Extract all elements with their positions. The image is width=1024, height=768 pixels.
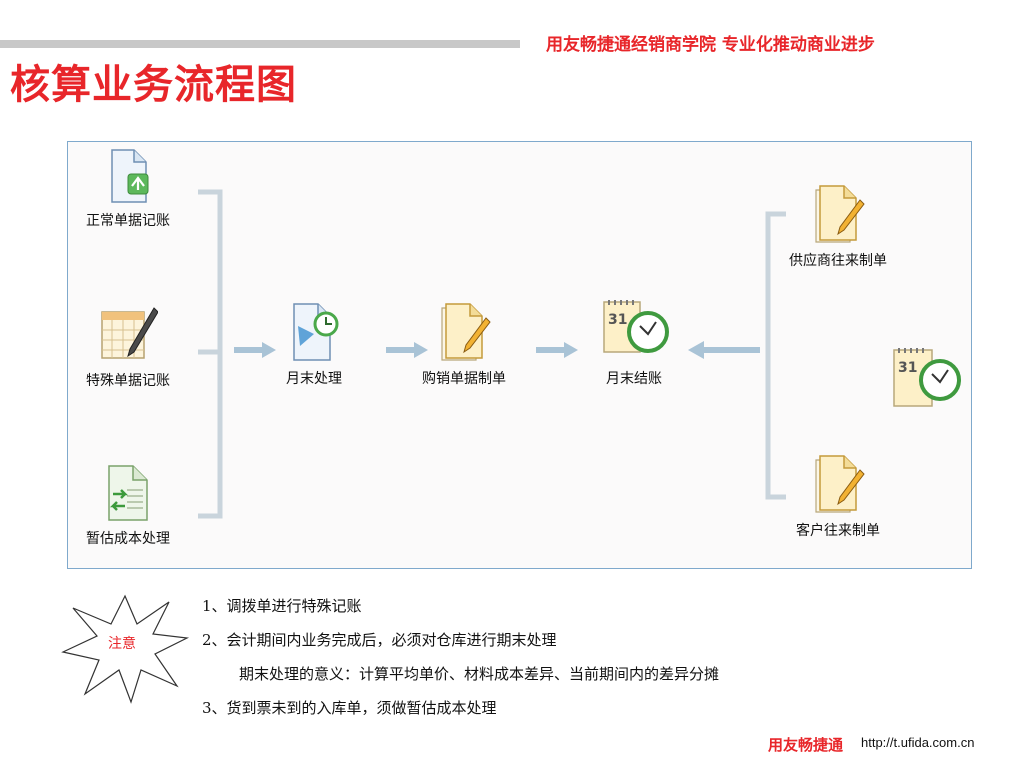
document-pen-icon: [441, 303, 491, 361]
arrow-2-head: [414, 342, 428, 358]
calendar-pen-icon: [101, 307, 158, 359]
arrow-3-head: [564, 342, 578, 358]
node-label: 购销单据制单: [422, 371, 506, 387]
page-title: 核算业务流程图: [10, 62, 297, 108]
calendar-clock-icon: 31: [893, 348, 961, 407]
document-clock-icon: [293, 303, 339, 361]
document-green-arrow-icon: [111, 149, 149, 203]
footer-brand-logo: 用友畅捷通: [768, 736, 844, 754]
node-normal-voucher: 正常单据记账: [58, 148, 198, 230]
note-item-2: 2、会计期间内业务完成后，必须对仓库进行期末处理: [202, 631, 557, 649]
arrow-1-shaft: [234, 347, 262, 353]
node-supplier-voucher: 供应商往来制单: [768, 184, 908, 270]
attention-star-icon: [61, 594, 190, 704]
svg-text:31: 31: [608, 312, 627, 328]
node-month-end-close: 31 月末结账: [564, 298, 704, 388]
document-pen-icon: [815, 185, 865, 243]
arrow-4-head: [688, 341, 704, 359]
calendar-clock-icon: 31: [603, 300, 669, 353]
arrow-1-head: [262, 342, 276, 358]
footer-url: http://t.ufida.com.cn: [861, 735, 975, 750]
arrow-4-shaft: [704, 347, 760, 353]
header-bar: [0, 40, 520, 48]
notes-list: 1、调拨单进行特殊记账 2、会计期间内业务完成后，必须对仓库进行期末处理 期末处…: [202, 592, 719, 728]
node-special-voucher: 特殊单据记账: [58, 304, 198, 390]
note-item-1: 1、调拨单进行特殊记账: [202, 597, 362, 615]
node-label: 暂估成本处理: [86, 531, 170, 547]
note-item-2-detail: 期末处理的意义：计算平均单价、材料成本差异、当前期间内的差异分摊: [239, 665, 720, 683]
document-pen-icon: [815, 455, 865, 513]
document-exchange-icon: [108, 465, 148, 521]
flow-diagram-panel: 正常单据记账 特殊单据记账 暂估成本处理: [67, 141, 972, 569]
svg-text:31: 31: [898, 360, 917, 376]
arrow-2-shaft: [386, 347, 414, 353]
node-month-end-process: 月末处理: [244, 302, 384, 388]
node-estimate-cost: 暂估成本处理: [58, 464, 198, 548]
node-customer-voucher: 客户往来制单: [768, 454, 908, 540]
attention-badge: 注意: [108, 636, 136, 652]
node-label: 特殊单据记账: [86, 373, 170, 389]
right-bracket-connector: [765, 211, 786, 500]
node-label: 客户往来制单: [796, 523, 880, 539]
header-slogan: 用友畅捷通经销商学院 专业化推动商业进步: [546, 35, 875, 55]
node-label: 月末结账: [606, 371, 662, 387]
note-item-3: 3、货到票未到的入库单，须做暂估成本处理: [202, 699, 497, 717]
arrow-3-shaft: [536, 347, 564, 353]
flow-connectors: [198, 189, 786, 519]
node-label: 供应商往来制单: [789, 253, 887, 269]
node-label: 正常单据记账: [86, 213, 170, 229]
node-label: 月末处理: [286, 371, 342, 387]
node-purchase-sales-voucher: 购销单据制单: [394, 302, 534, 388]
